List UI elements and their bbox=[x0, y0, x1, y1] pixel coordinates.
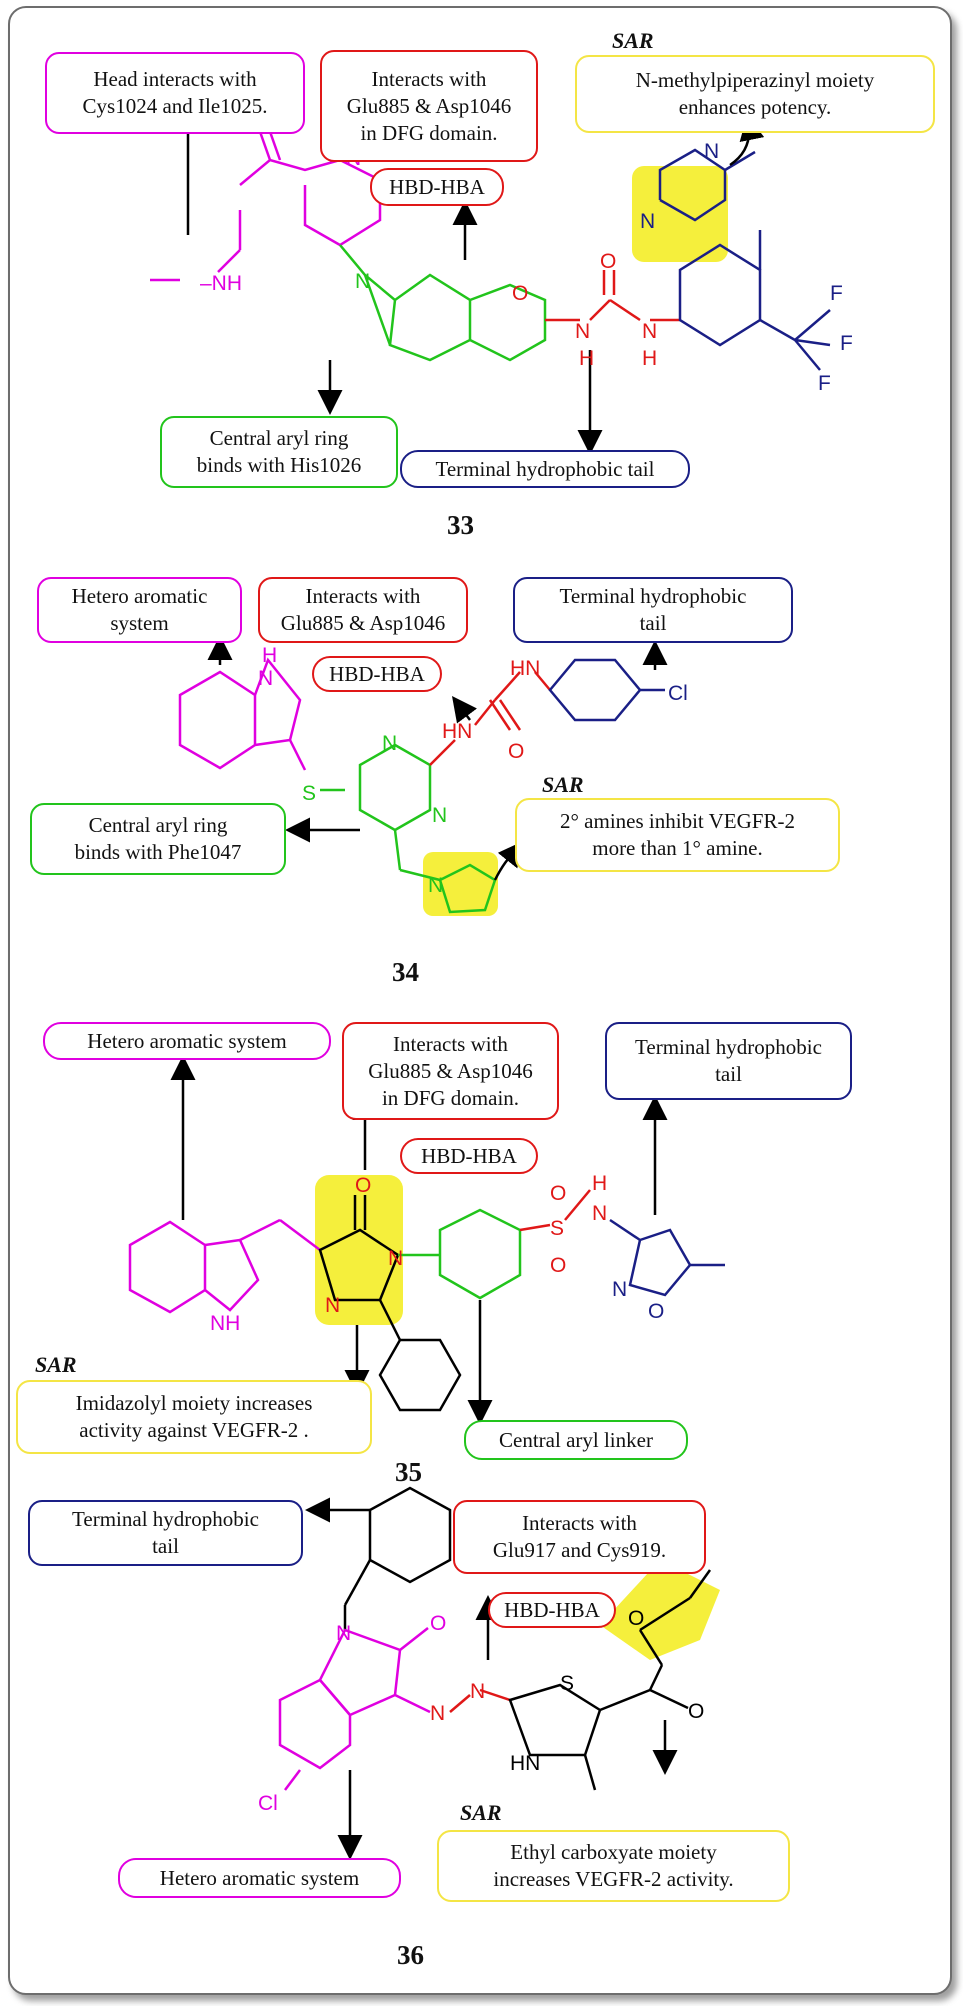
atom-F: F bbox=[818, 372, 831, 395]
compound-number: 35 bbox=[395, 1457, 422, 1487]
dfg-label: Interacts with Glu885 & Asp1046 in DFG d… bbox=[342, 1022, 559, 1120]
atom-O: O bbox=[550, 1182, 566, 1205]
atom-O: O bbox=[508, 740, 524, 763]
dfg-label: Interacts with Glu885 & Asp1046 bbox=[258, 577, 468, 643]
atom-Cl: Cl bbox=[258, 1792, 278, 1815]
atom-O: O bbox=[600, 250, 616, 273]
compound-number: 36 bbox=[397, 1940, 424, 1970]
atom-labels: O –NH N N N H O O N H N N F F F H N S N … bbox=[200, 104, 853, 1815]
compound-33-structure bbox=[150, 105, 831, 455]
sar-heading: SAR bbox=[542, 772, 584, 797]
head-label: Head interacts with Cys1024 and Ile1025. bbox=[45, 52, 305, 134]
atom-N: N bbox=[382, 732, 397, 755]
atom-N: N bbox=[258, 667, 273, 690]
tail-label: Terminal hydrophobic tail bbox=[400, 450, 690, 488]
sar-heading: SAR bbox=[460, 1800, 502, 1825]
hbd-hba-label: HBD-HBA bbox=[370, 168, 504, 206]
atom-N: N bbox=[355, 270, 370, 293]
atom-N: N bbox=[388, 1247, 403, 1270]
atom-H: H bbox=[592, 1172, 607, 1195]
imidazolyl-highlight bbox=[315, 1175, 403, 1325]
piperazine-highlight bbox=[632, 166, 728, 262]
atom-N: N bbox=[575, 320, 590, 343]
atom-F: F bbox=[840, 332, 853, 355]
atom-H: H bbox=[579, 347, 594, 370]
atom-NH: NH bbox=[210, 1312, 240, 1335]
atom-H: H bbox=[262, 644, 277, 667]
ester-highlight bbox=[600, 1560, 720, 1660]
atom-N: N bbox=[432, 804, 447, 827]
tail-label: Terminal hydrophobic tail bbox=[28, 1500, 303, 1566]
pyrrolidine-highlight bbox=[423, 852, 498, 916]
atom-O: O bbox=[688, 1700, 704, 1723]
atom-H: H bbox=[642, 347, 657, 370]
dfg-label: Interacts with Glu917 and Cys919. bbox=[453, 1500, 706, 1574]
hetero-label: Hetero aromatic system bbox=[43, 1022, 331, 1060]
compound-number: 34 bbox=[392, 957, 419, 987]
sar-heading: SAR bbox=[612, 28, 654, 53]
hbd-hba-label: HBD-HBA bbox=[400, 1138, 538, 1174]
compound-36-structure bbox=[278, 1486, 720, 1860]
atom-O: O bbox=[648, 1300, 664, 1323]
atom-O: O bbox=[512, 282, 528, 305]
sar-note: Ethyl carboxyate moiety increases VEGFR-… bbox=[437, 1830, 790, 1902]
atom-N: N bbox=[428, 874, 443, 897]
atom-HN: HN bbox=[442, 720, 472, 743]
atom-N: N bbox=[640, 210, 655, 233]
compound-34-structure bbox=[178, 635, 668, 916]
atom-S: S bbox=[302, 782, 316, 805]
tail-label: Terminal hydrophobic tail bbox=[605, 1022, 852, 1100]
hbd-hba-label: HBD-HBA bbox=[488, 1592, 616, 1628]
atom-O: O bbox=[430, 1612, 446, 1635]
atom-O: O bbox=[550, 1254, 566, 1277]
sar-note: Imidazolyl moiety increases activity aga… bbox=[16, 1380, 372, 1454]
central-linker-label: Central aryl linker bbox=[464, 1420, 688, 1460]
tail-label: Terminal hydrophobic tail bbox=[513, 577, 793, 643]
compound-35-structure bbox=[128, 1055, 725, 1425]
central-ring-label: Central aryl ring binds with Phe1047 bbox=[30, 803, 286, 875]
atom-N: N bbox=[325, 1294, 340, 1317]
central-ring-label: Central aryl ring binds with His1026 bbox=[160, 416, 398, 488]
atom-HN: HN bbox=[510, 1752, 540, 1775]
sar-note: N-methylpiperazinyl moiety enhances pote… bbox=[575, 55, 935, 133]
atom-O: O bbox=[628, 1607, 644, 1630]
sar-heading: SAR bbox=[35, 1352, 77, 1377]
atom-N: N bbox=[592, 1202, 607, 1225]
atom-O: O bbox=[355, 1174, 371, 1197]
atom-Cl: Cl bbox=[668, 682, 688, 705]
hetero-label: Hetero aromatic system bbox=[37, 577, 242, 643]
figure-frame bbox=[8, 6, 952, 1995]
sar-note: 2° amines inhibit VEGFR-2 more than 1° a… bbox=[515, 798, 840, 872]
hbd-hba-label: HBD-HBA bbox=[312, 656, 442, 692]
atom-N: N bbox=[430, 1702, 445, 1725]
atom-N: N bbox=[704, 140, 719, 163]
atom-HN: HN bbox=[510, 657, 540, 680]
atom-S: S bbox=[550, 1217, 564, 1240]
hetero-label: Hetero aromatic system bbox=[118, 1858, 401, 1898]
atom-N: N bbox=[336, 1622, 351, 1645]
compound-number: 33 bbox=[447, 510, 474, 540]
atom-NH: –NH bbox=[200, 272, 242, 295]
atom-N: N bbox=[642, 320, 657, 343]
dfg-label: Interacts with Glu885 & Asp1046 in DFG d… bbox=[320, 50, 538, 162]
atom-F: F bbox=[830, 282, 843, 305]
atom-N: N bbox=[470, 1680, 485, 1703]
atom-N: N bbox=[612, 1278, 627, 1301]
atom-S: S bbox=[560, 1672, 574, 1695]
